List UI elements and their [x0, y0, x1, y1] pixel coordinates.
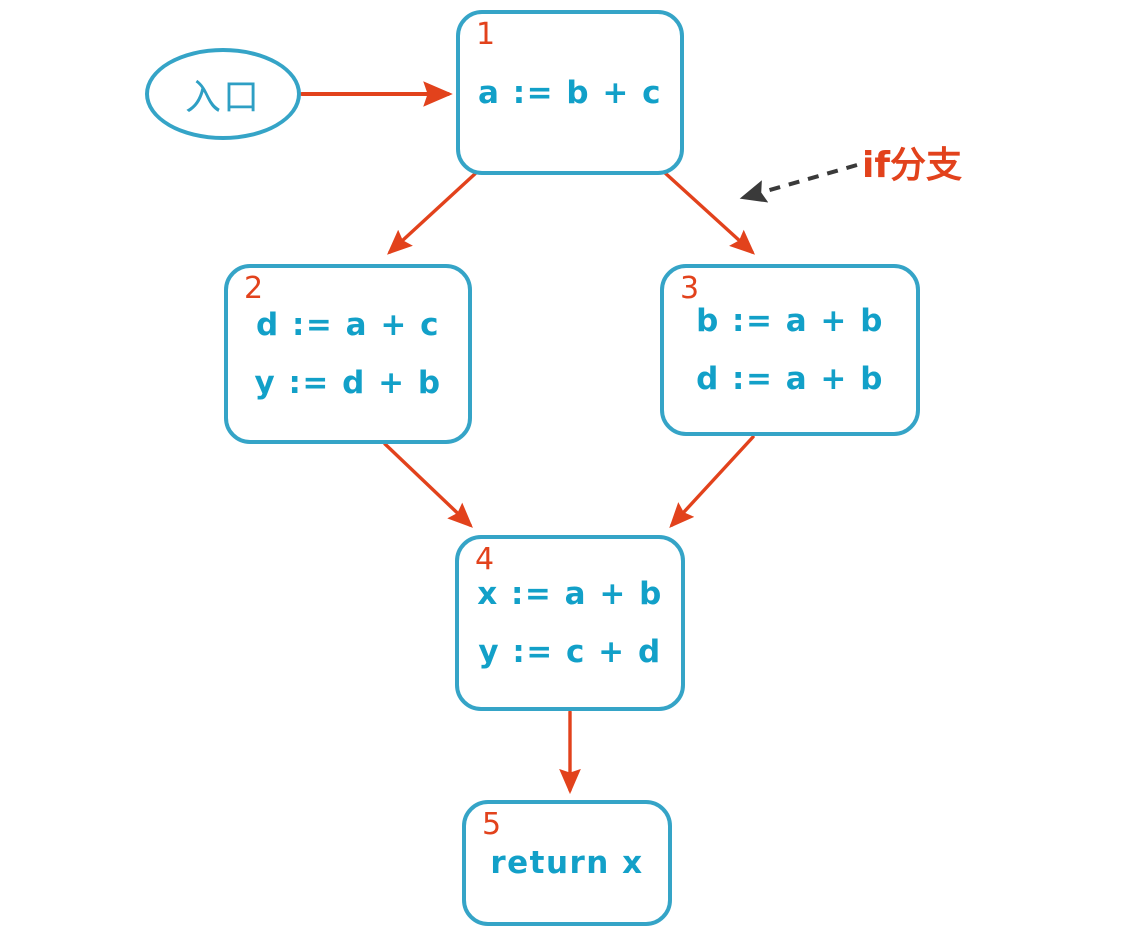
block-2-statements: d := a + c y := d + b	[228, 268, 468, 440]
block-5-statements: return x	[466, 804, 668, 922]
edge-b1-to-b3	[662, 170, 756, 255]
block-number-4: 4	[475, 542, 495, 577]
if-branch-callout-arrow	[739, 163, 858, 203]
edge-b2-to-b4	[383, 442, 473, 528]
block-1-statements: a := b + c	[460, 14, 680, 171]
basic-block-1[interactable]: 1 a := b + c	[456, 10, 684, 175]
statement: b := a + b	[696, 303, 884, 339]
basic-block-4[interactable]: 4 x := a + b y := c + d	[455, 535, 685, 711]
statement: y := d + b	[254, 365, 442, 401]
block-number-1: 1	[476, 17, 496, 52]
statement: a := b + c	[477, 74, 662, 111]
basic-block-3[interactable]: 3 b := a + b d := a + b	[660, 264, 920, 436]
statement: x := a + b	[477, 576, 663, 612]
entry-node[interactable]: 入口	[145, 48, 301, 140]
block-number-3: 3	[680, 271, 700, 306]
block-number-2: 2	[244, 271, 264, 306]
if-branch-annotation: if分支	[862, 145, 963, 186]
entry-node-label: 入口	[184, 77, 261, 118]
statement: d := a + c	[255, 307, 440, 343]
statement: y := c + d	[478, 634, 662, 670]
block-number-5: 5	[482, 807, 502, 842]
basic-block-2[interactable]: 2 d := a + c y := d + b	[224, 264, 472, 444]
block-3-statements: b := a + b d := a + b	[664, 268, 916, 432]
basic-block-5[interactable]: 5 return x	[462, 800, 672, 926]
edge-b1-to-b2	[386, 170, 479, 255]
edge-b3-to-b4	[669, 435, 755, 529]
statement: return x	[490, 845, 644, 881]
block-4-statements: x := a + b y := c + d	[459, 539, 681, 707]
statement: d := a + b	[696, 361, 884, 397]
